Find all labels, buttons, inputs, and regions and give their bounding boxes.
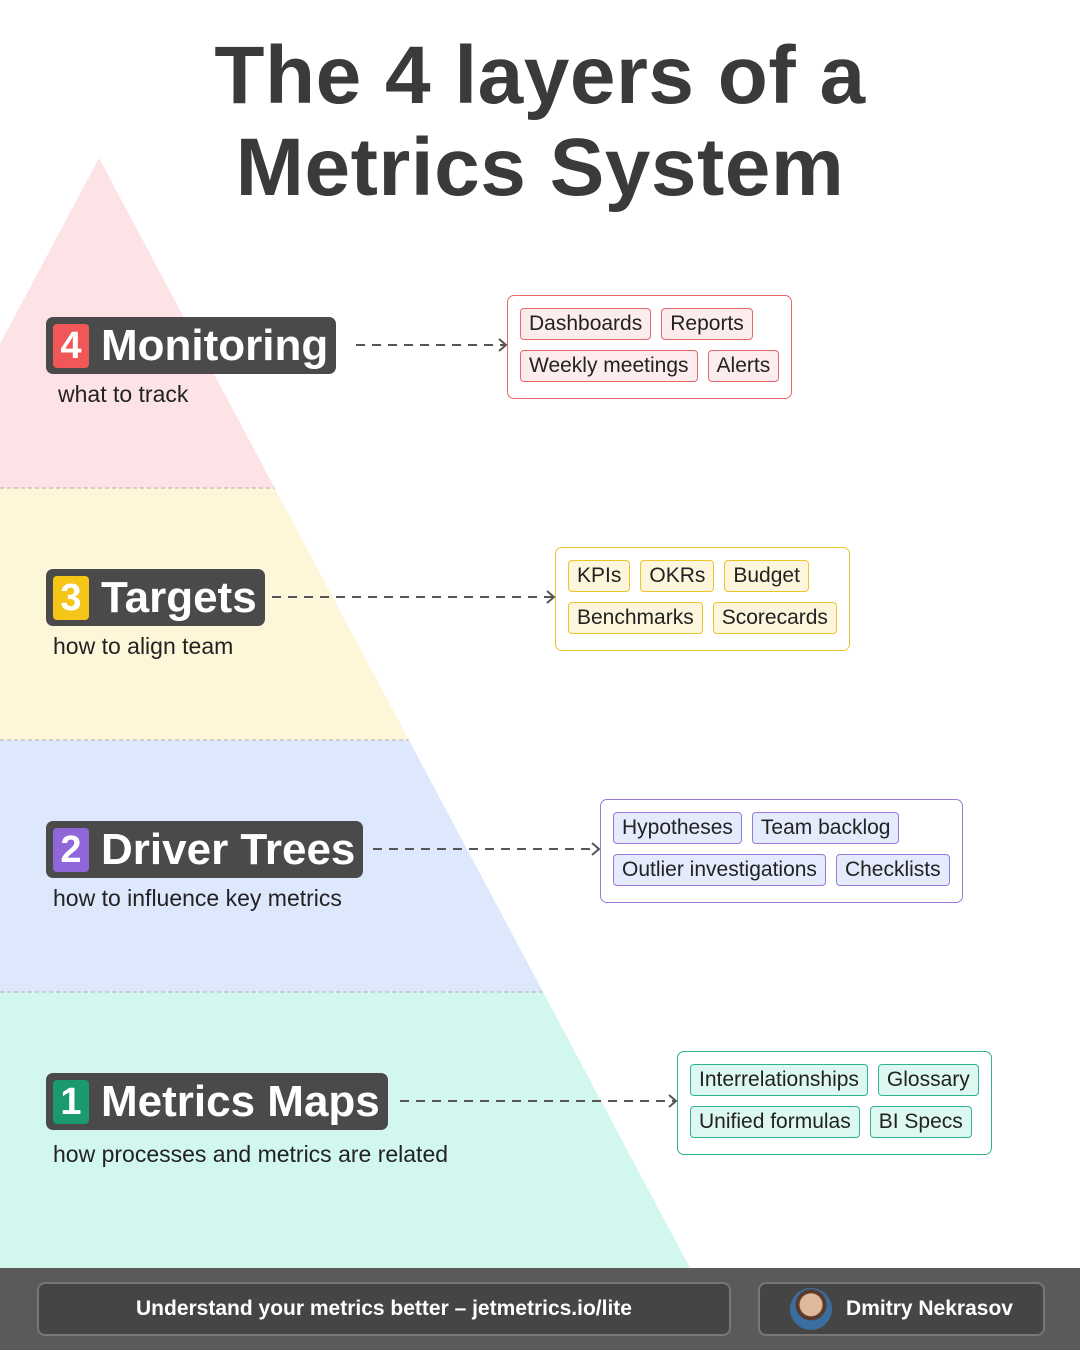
layer-name: Driver Trees <box>101 825 356 874</box>
cta-link[interactable]: Understand your metrics better – jetmetr… <box>37 1282 731 1336</box>
layer-name: Metrics Maps <box>101 1077 380 1126</box>
tool-tag: Team backlog <box>751 812 900 844</box>
dashed-arrow <box>400 1094 678 1108</box>
tag-row: Weekly meetings Alerts <box>520 350 780 382</box>
avatar <box>790 1288 833 1330</box>
tool-tag: Hypotheses <box>613 812 742 844</box>
tool-tag: Alerts <box>707 350 780 382</box>
tag-row: Outlier investigations Checklists <box>613 854 950 886</box>
tool-tag: Outlier investigations <box>613 854 826 886</box>
tool-tag: Reports <box>661 308 753 340</box>
author-chip[interactable]: Dmitry Nekrasov <box>758 1282 1045 1336</box>
layer-name: Targets <box>101 573 257 622</box>
tool-tag: KPIs <box>568 560 631 592</box>
page-title: The 4 layers of a Metrics System <box>0 30 1080 214</box>
tool-tag: Checklists <box>835 854 950 886</box>
tag-row: Unified formulas BI Specs <box>690 1106 979 1138</box>
dashed-arrow <box>272 590 556 604</box>
title-line-2: Metrics System <box>235 122 845 213</box>
layer-number-badge: 3 <box>53 575 89 620</box>
layer-subtitle: how to align team <box>53 633 234 659</box>
tool-tag: BI Specs <box>869 1106 972 1138</box>
tag-row: KPIs OKRs Budget <box>568 560 837 592</box>
tool-tag: Weekly meetings <box>520 350 698 382</box>
tool-tag: Glossary <box>877 1064 979 1096</box>
layer-targets-pill: 3 Targets <box>46 569 265 626</box>
dashed-arrow <box>356 338 508 352</box>
author-name: Dmitry Nekrasov <box>846 1297 1013 1320</box>
layer-metrics-maps-pill: 1 Metrics Maps <box>46 1073 388 1130</box>
tool-tag: Unified formulas <box>690 1106 860 1138</box>
layer-subtitle: how processes and metrics are related <box>53 1141 449 1167</box>
tag-row: Hypotheses Team backlog <box>613 812 950 844</box>
cta-text: Understand your metrics better – jetmetr… <box>136 1297 632 1320</box>
tag-row: Dashboards Reports <box>520 308 779 340</box>
layer-number-badge: 1 <box>53 1079 89 1124</box>
tool-tag: Benchmarks <box>568 602 703 634</box>
footer-bar: Understand your metrics better – jetmetr… <box>0 1268 1080 1350</box>
layer-monitoring-pill: 4 Monitoring <box>46 317 337 374</box>
tool-tag: Budget <box>724 560 809 592</box>
tag-row: Benchmarks Scorecards <box>568 602 837 634</box>
tool-tag: Interrelationships <box>690 1064 868 1096</box>
tool-tag: Dashboards <box>520 308 652 340</box>
layer-number-badge: 4 <box>53 323 89 368</box>
tool-tag: Scorecards <box>712 602 837 634</box>
title-line-1: The 4 layers of a <box>214 30 866 121</box>
tool-tag: OKRs <box>640 560 715 592</box>
tag-row: Interrelationships Glossary <box>690 1064 979 1096</box>
layer-driver-trees-pill: 2 Driver Trees <box>46 821 364 878</box>
layer-number-badge: 2 <box>53 827 89 872</box>
layer-subtitle: how to influence key metrics <box>53 885 342 911</box>
layer-subtitle: what to track <box>58 381 189 407</box>
dashed-arrow <box>373 842 601 856</box>
layer-name: Monitoring <box>101 321 329 370</box>
